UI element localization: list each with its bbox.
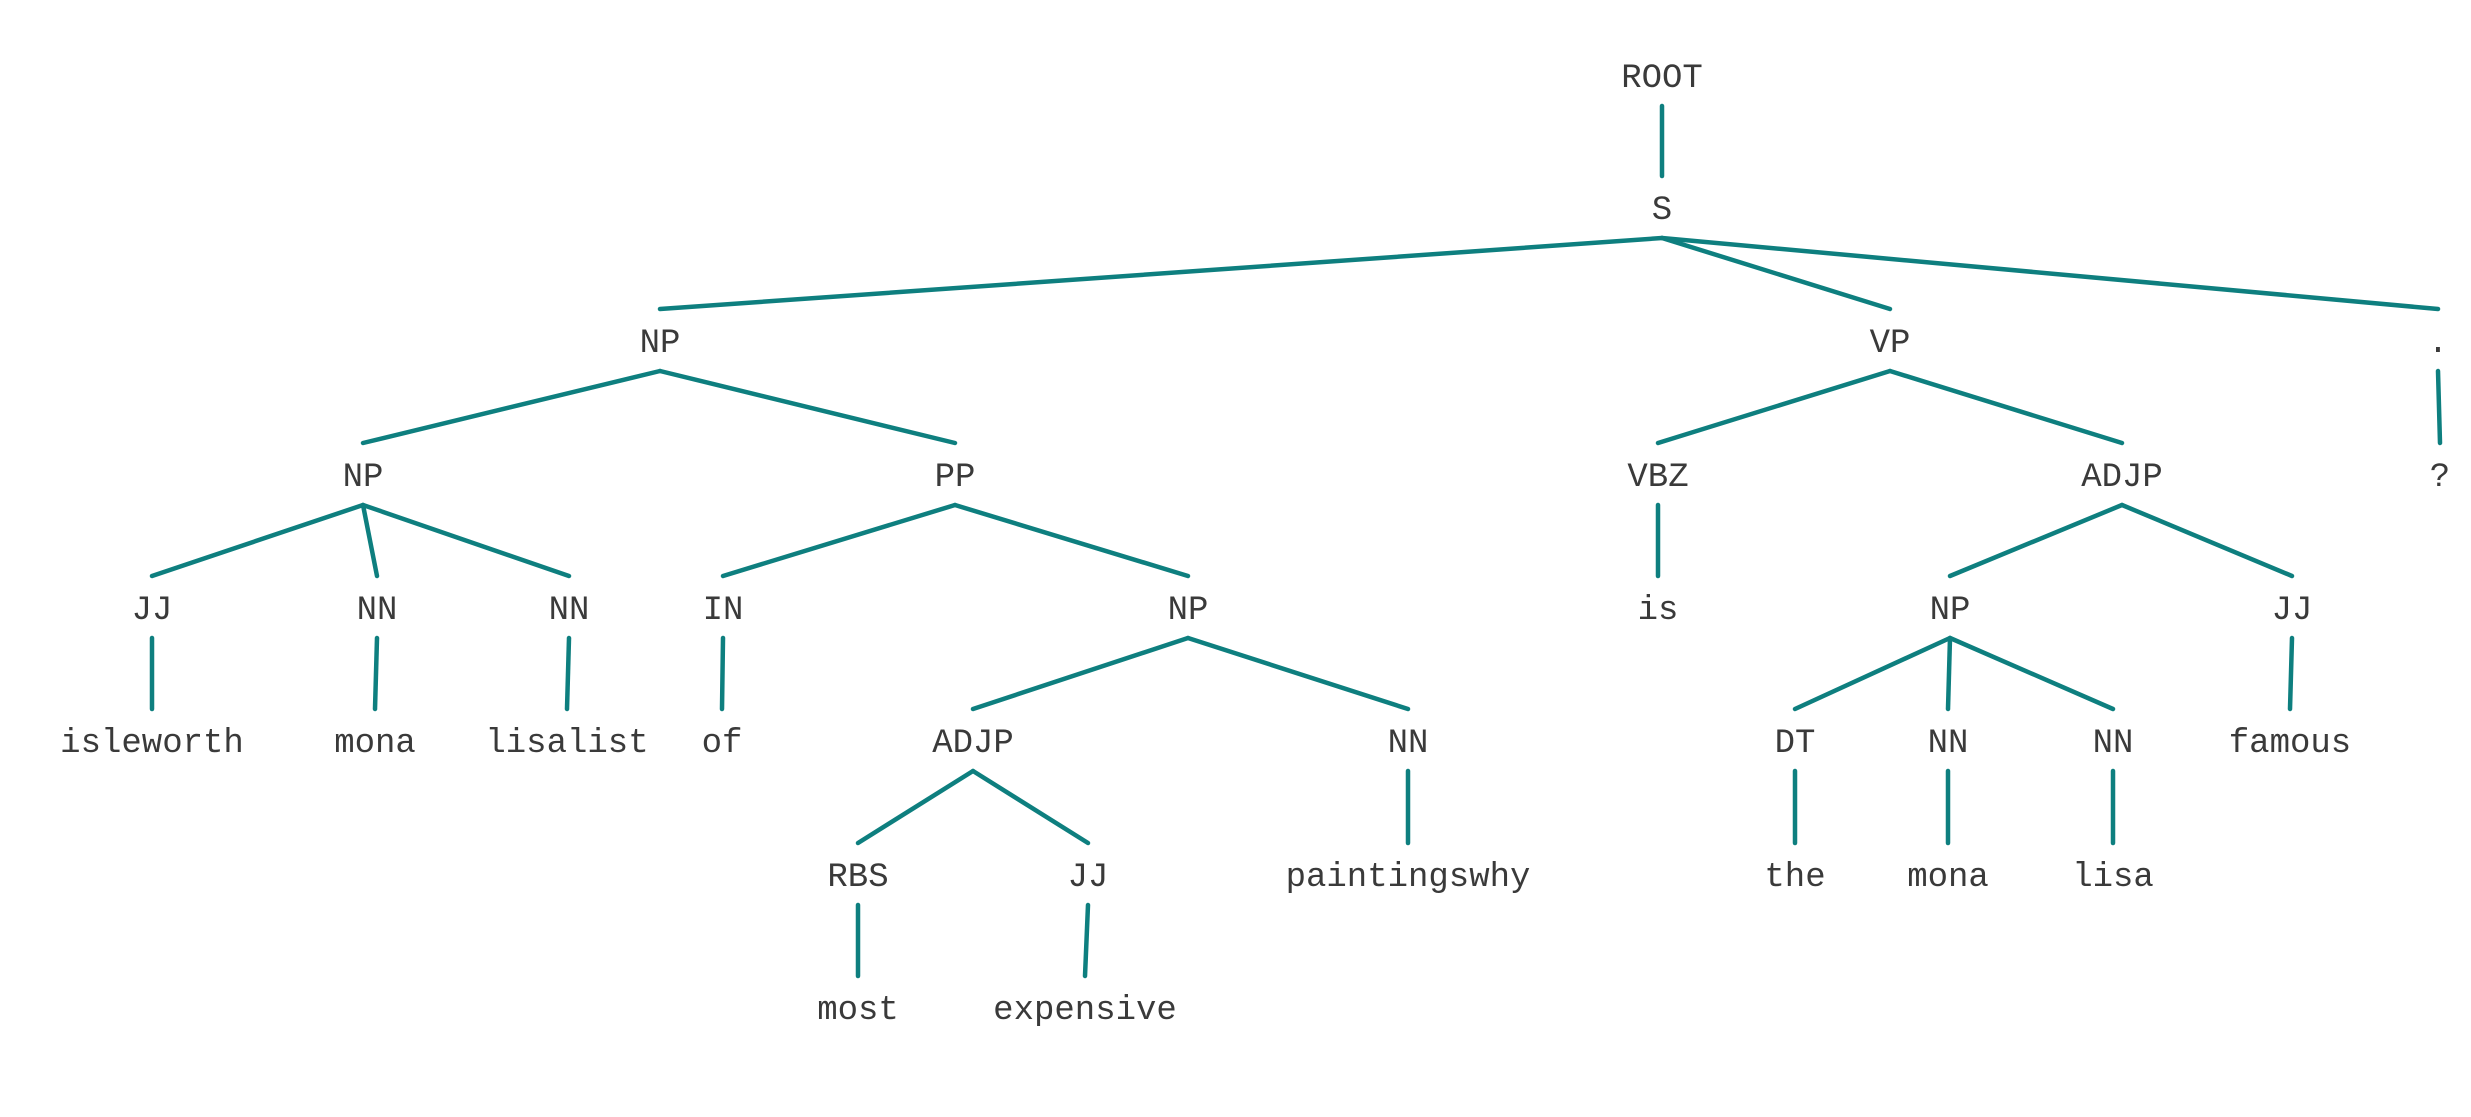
tree-node-rbs: RBS [827, 859, 888, 897]
tree-node-vbz: VBZ [1627, 459, 1688, 497]
tree-node-s: S [1652, 192, 1672, 230]
tree-node-lisa: lisa [2072, 859, 2154, 897]
tree-node-famous: famous [2229, 725, 2351, 763]
tree-node-the: the [1764, 859, 1825, 897]
tree-edge-np2-jj1 [149, 502, 366, 579]
tree-node-np: NP [640, 325, 681, 363]
tree-edge-s-vp [1659, 235, 1893, 312]
tree-edge-np4-dt [1792, 635, 1953, 712]
tree-edge-adjp1-rbs [855, 768, 976, 846]
tree-edge-pp-in [720, 502, 958, 579]
tree-edge-s-np1 [657, 235, 1665, 312]
tree-edge-adjp2-jj3 [2119, 502, 2295, 579]
tree-edge-punct-w_q [2435, 368, 2443, 446]
tree-edge-np1-np2 [360, 368, 663, 446]
tree-edge-np1-pp [657, 368, 958, 446]
tree-node-vp: VP [1870, 325, 1911, 363]
tree-node-jj: JJ [2272, 592, 2313, 630]
tree-node-adjp: ADJP [2081, 459, 2163, 497]
tree-edge-vp-vbz [1655, 368, 1893, 446]
tree-node-pp: PP [935, 459, 976, 497]
tree-node-punct: ? [2430, 459, 2450, 497]
tree-node-lisalist: lisalist [485, 725, 648, 763]
tree-edge-np3-nn3 [1185, 635, 1411, 712]
tree-node-expensive: expensive [993, 992, 1177, 1030]
tree-node-is: is [1638, 592, 1679, 630]
tree-node-nn: NN [549, 592, 590, 630]
tree-edges [149, 103, 2443, 979]
tree-node-dt: DT [1775, 725, 1816, 763]
tree-node-punct: . [2428, 325, 2448, 363]
tree-edge-adjp2-np4 [1947, 502, 2125, 579]
tree-edge-jj3-w_famous [2287, 635, 2295, 712]
tree-edge-np4-nn5 [1947, 635, 2116, 712]
tree-node-of: of [702, 725, 743, 763]
tree-edge-in-w_of [719, 635, 726, 712]
tree-edge-adjp1-jj2 [970, 768, 1091, 846]
tree-node-mona: mona [1907, 859, 1989, 897]
tree-edge-np2-nn1 [360, 502, 380, 579]
tree-edge-nn2-w_lisalist [564, 635, 572, 712]
tree-edge-pp-np3 [952, 502, 1191, 579]
tree-node-np: NP [1930, 592, 1971, 630]
tree-node-nn: NN [1388, 725, 1429, 763]
tree-node-nn: NN [2093, 725, 2134, 763]
tree-node-paintingswhy: paintingswhy [1286, 859, 1531, 897]
tree-node-nn: NN [1928, 725, 1969, 763]
tree-edge-np3-adjp1 [970, 635, 1191, 712]
tree-node-jj: JJ [132, 592, 173, 630]
tree-node-jj: JJ [1068, 859, 1109, 897]
tree-node-most: most [817, 992, 899, 1030]
tree-edge-jj2-w_expensive [1082, 902, 1091, 979]
tree-edge-s-punct [1659, 235, 2441, 312]
tree-node-in: IN [703, 592, 744, 630]
tree-node-isleworth: isleworth [60, 725, 244, 763]
tree-node-np: NP [1168, 592, 1209, 630]
tree-edge-np4-nn4 [1945, 635, 1953, 712]
tree-node-nn: NN [357, 592, 398, 630]
tree-edge-nn1-w_mona1 [372, 635, 380, 712]
tree-edge-vp-adjp2 [1887, 368, 2125, 446]
tree-node-root: ROOT [1621, 60, 1703, 98]
tree-edge-np2-nn2 [360, 502, 572, 579]
tree-node-adjp: ADJP [932, 725, 1014, 763]
tree-node-np: NP [343, 459, 384, 497]
tree-node-mona: mona [334, 725, 416, 763]
